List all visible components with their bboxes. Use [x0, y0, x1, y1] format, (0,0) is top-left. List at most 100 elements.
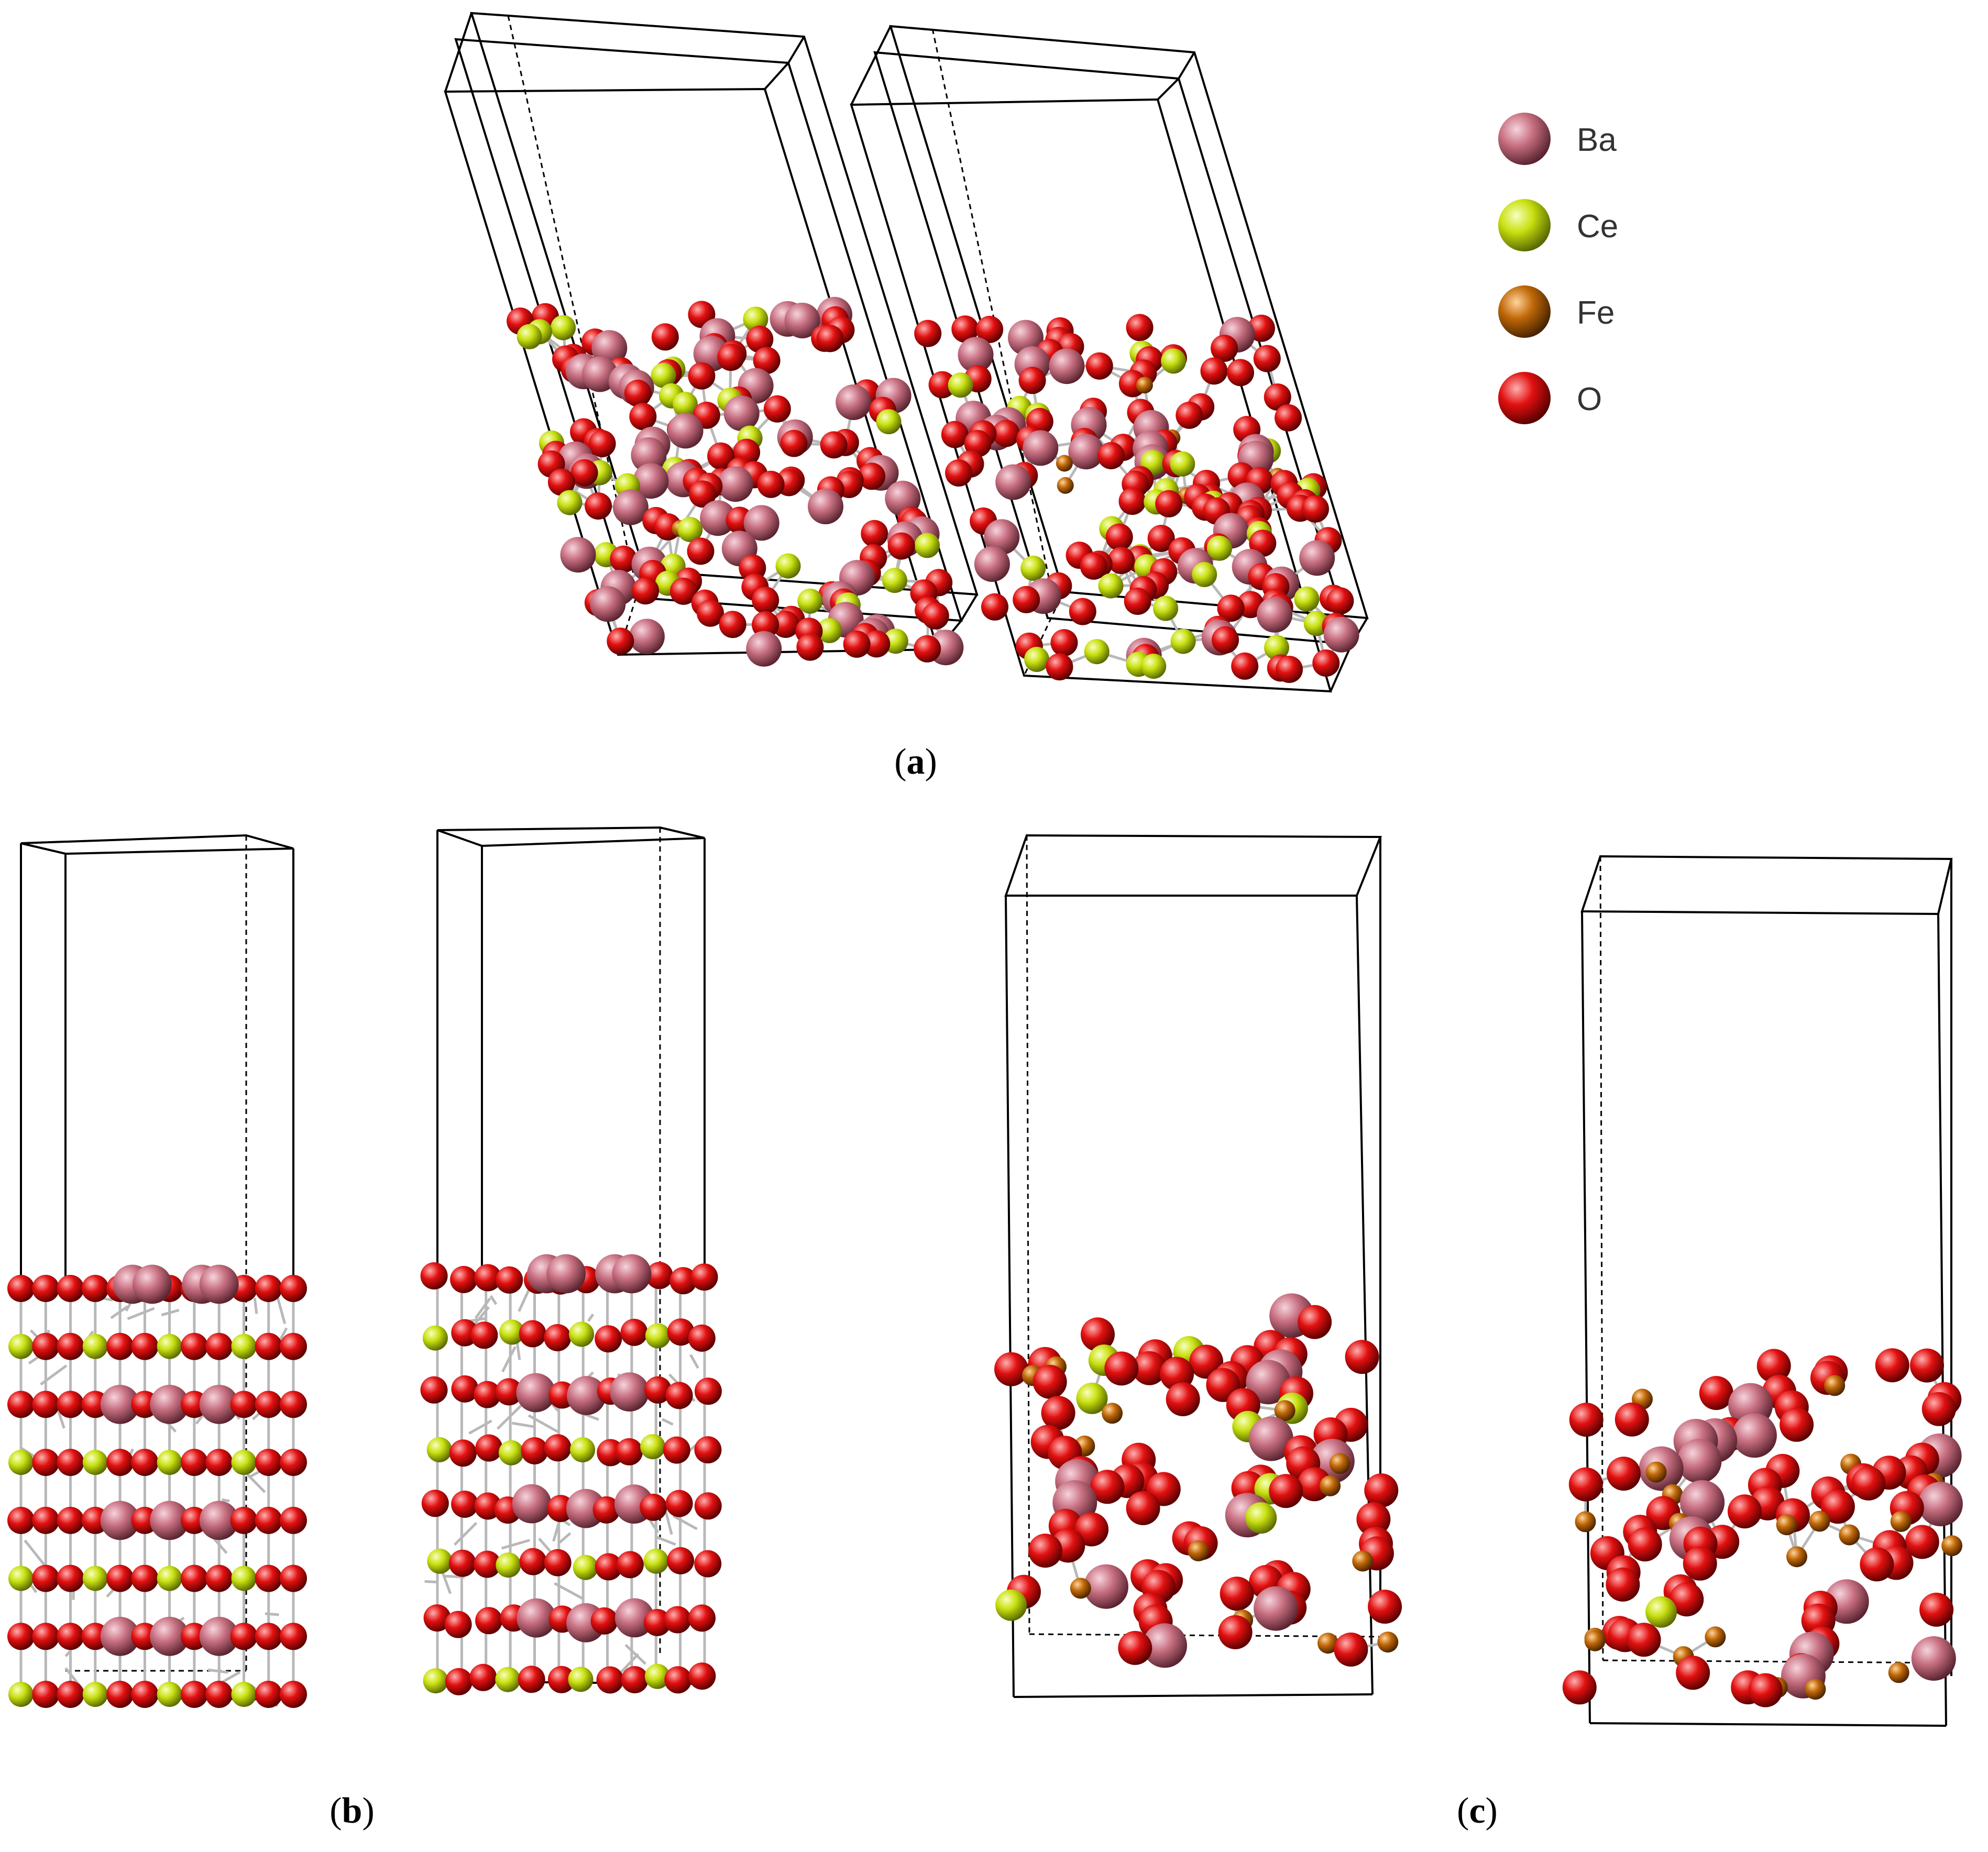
o-atom	[7, 1391, 35, 1418]
o-atom	[690, 1263, 718, 1291]
ba-atom	[199, 1501, 239, 1540]
o-atom	[547, 468, 575, 496]
bond	[587, 1313, 595, 1322]
o-atom	[585, 492, 612, 520]
o-atom	[689, 480, 717, 508]
o-atom	[1276, 656, 1303, 683]
bond	[501, 1539, 530, 1550]
o-atom	[420, 1262, 448, 1289]
ba-atom	[590, 586, 626, 622]
o-atom	[547, 1666, 575, 1693]
o-atom	[255, 1449, 282, 1476]
o-atom	[992, 420, 1020, 447]
o-atom	[1683, 1546, 1717, 1581]
ce-atom	[568, 1667, 594, 1692]
ba-atom	[1254, 1586, 1299, 1631]
o-atom	[843, 630, 871, 658]
o-atom	[1227, 359, 1254, 387]
o-atom	[280, 1391, 307, 1418]
ce-atom	[1020, 555, 1046, 581]
ce-atom	[82, 1566, 108, 1591]
bond	[424, 1580, 438, 1584]
ce-atom	[495, 1667, 521, 1692]
fe-atom	[1824, 1375, 1846, 1396]
fe-atom	[1188, 1540, 1209, 1561]
o-atom	[1820, 1490, 1855, 1524]
o-atom	[1253, 345, 1281, 372]
o-atom	[131, 1332, 159, 1360]
o-atom	[1919, 1592, 1954, 1627]
o-atom	[621, 1666, 649, 1693]
o-atom	[475, 1434, 503, 1462]
o-atom	[643, 1608, 671, 1636]
o-atom	[280, 1681, 307, 1708]
ba-atom	[100, 1616, 140, 1656]
bond	[511, 1421, 536, 1428]
bond	[24, 1539, 47, 1568]
ce-atom	[157, 1333, 182, 1359]
o-atom	[664, 1666, 692, 1694]
ba-atom	[612, 489, 649, 525]
fe-atom	[1136, 377, 1153, 394]
bond	[558, 1532, 572, 1544]
ce-atom	[557, 490, 583, 515]
ce-atom	[231, 1333, 257, 1359]
fe-atom	[1575, 1511, 1596, 1533]
o-atom	[7, 1623, 35, 1650]
ba-atom	[199, 1616, 239, 1656]
o-atom	[610, 545, 638, 573]
ce-atom	[640, 1434, 666, 1460]
ba-atom	[150, 1385, 189, 1424]
o-atom	[687, 537, 715, 565]
ce-atom	[1207, 535, 1232, 561]
o-atom	[1275, 404, 1302, 432]
fe-atom	[1805, 1679, 1826, 1700]
o-atom	[616, 1438, 643, 1465]
fe-atom	[1056, 455, 1073, 472]
panel-a	[444, 12, 1369, 693]
o-atom	[451, 1375, 479, 1403]
legend-item-o: O	[1498, 372, 1602, 424]
o-atom	[1211, 335, 1238, 362]
ce-atom	[8, 1566, 34, 1591]
o-atom	[81, 1275, 109, 1302]
o-atom	[255, 1623, 282, 1650]
ba-atom	[717, 466, 753, 502]
o-atom	[1269, 1474, 1303, 1508]
ce-atom	[797, 588, 823, 614]
ce-atom	[817, 618, 842, 643]
o-atom	[205, 1332, 233, 1360]
o-atom	[180, 1564, 208, 1592]
o-atom	[1097, 442, 1125, 469]
o-atom	[1676, 1656, 1710, 1690]
ce-atom	[231, 1566, 257, 1591]
o-atom	[32, 1275, 60, 1302]
o-atom	[1921, 1392, 1956, 1426]
o-atom	[688, 1662, 716, 1690]
ce-atom	[645, 1323, 671, 1349]
ba-atom	[199, 1264, 239, 1304]
o-atom	[495, 1378, 523, 1406]
fe-atom	[1274, 1400, 1295, 1421]
o-atom	[1302, 495, 1329, 523]
o-atom	[32, 1623, 60, 1650]
fe-atom	[1320, 1475, 1341, 1496]
ba-atom	[958, 337, 994, 373]
ce-atom	[82, 1333, 108, 1359]
ba-atom	[629, 619, 665, 655]
o-atom	[694, 1492, 722, 1520]
o-atom	[7, 1506, 35, 1534]
o-atom	[640, 1493, 667, 1521]
o-atom	[941, 421, 969, 448]
ba-atom	[612, 1254, 652, 1294]
bond	[40, 1364, 68, 1386]
ba-atom	[1248, 1416, 1293, 1461]
o-atom	[518, 1666, 545, 1693]
o-atom	[620, 1318, 648, 1346]
ce-atom	[948, 372, 973, 398]
o-atom	[131, 1681, 159, 1708]
o-atom	[665, 1490, 693, 1517]
o-atom	[1231, 652, 1259, 680]
ba-atom	[100, 1501, 140, 1540]
bond	[489, 1295, 498, 1305]
